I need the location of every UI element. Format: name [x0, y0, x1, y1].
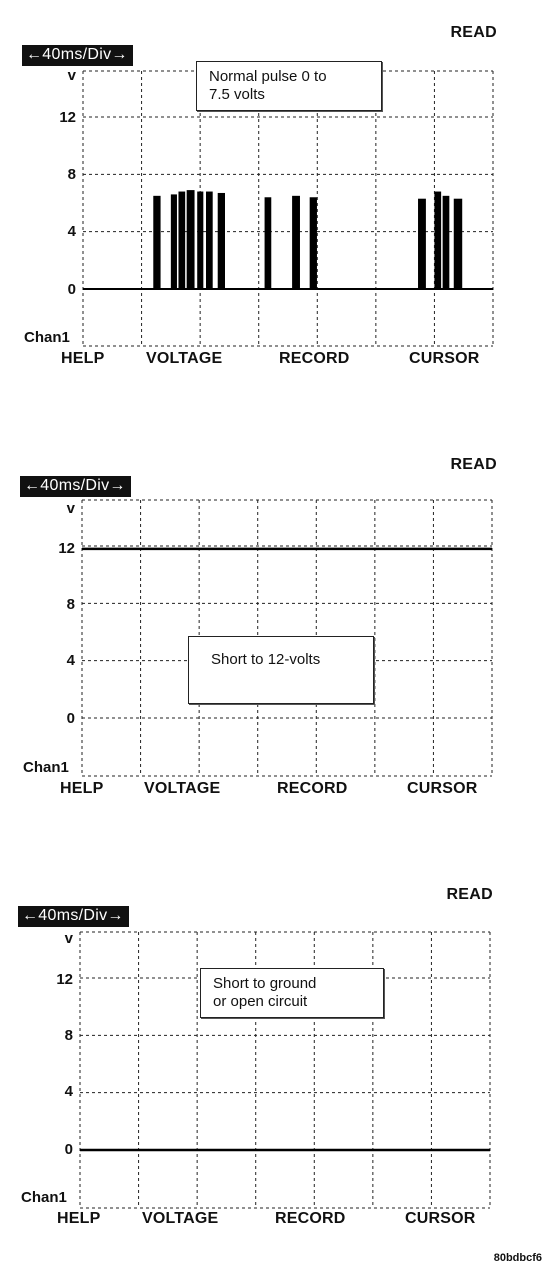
annotation-box: Normal pulse 0 to 7.5 volts — [196, 61, 382, 111]
signal-pulse — [442, 195, 450, 289]
figure-id: 80bdbcf6 — [493, 1252, 542, 1264]
read-label[interactable]: READ — [450, 456, 497, 473]
y-unit-label: v — [66, 500, 75, 517]
scope-panel-short-12v: READ ←40ms/Div→ v 12 8 4 0 Chan1 Short t… — [0, 430, 560, 830]
signal-pulse — [264, 197, 272, 289]
menu-cursor[interactable]: CURSOR — [405, 1210, 476, 1227]
y-tick-12: 12 — [59, 109, 76, 126]
y-tick-0: 0 — [64, 1141, 73, 1158]
y-unit-label: v — [64, 930, 73, 947]
scope-screen — [81, 499, 493, 777]
y-unit-label: v — [67, 67, 76, 84]
y-tick-12: 12 — [58, 540, 75, 557]
signal-pulse — [434, 191, 442, 289]
annotation-box: Short to ground or open circuit — [200, 968, 384, 1018]
y-tick-4: 4 — [67, 223, 76, 240]
signal-pulse — [453, 198, 463, 289]
y-tick-8: 8 — [64, 1027, 73, 1044]
channel-label: Chan1 — [21, 1189, 67, 1206]
signal-pulse — [418, 198, 426, 289]
signal-pulse — [186, 190, 195, 289]
signal-pulse — [217, 192, 225, 289]
signal-pulse — [309, 197, 317, 289]
signal-pulse — [197, 191, 204, 289]
annotation-line-1: Normal pulse 0 to — [209, 68, 327, 85]
annotation-line-2: 7.5 volts — [209, 86, 265, 103]
menu-help[interactable]: HELP — [61, 350, 105, 367]
menu-voltage[interactable]: VOLTAGE — [144, 780, 221, 797]
read-label[interactable]: READ — [450, 24, 497, 41]
timebase-label: ←40ms/Div→ — [22, 45, 133, 66]
scope-screen — [82, 70, 494, 347]
menu-record[interactable]: RECORD — [277, 780, 348, 797]
scope-panel-normal: READ ←40ms/Div→ v 12 8 4 0 Chan1 Normal … — [0, 0, 560, 400]
waveform-plot — [81, 499, 493, 777]
signal-pulse — [292, 195, 300, 289]
signal-pulse — [170, 194, 177, 289]
y-tick-8: 8 — [67, 166, 76, 183]
y-tick-0: 0 — [67, 281, 76, 298]
annotation-line-1: Short to 12-volts — [211, 651, 321, 668]
menu-voltage[interactable]: VOLTAGE — [142, 1210, 219, 1227]
y-tick-4: 4 — [64, 1083, 73, 1100]
timebase-label: ←40ms/Div→ — [18, 906, 129, 927]
waveform-plot — [82, 70, 494, 347]
timebase-label: ←40ms/Div→ — [20, 476, 131, 497]
y-tick-12: 12 — [56, 971, 73, 988]
menu-voltage[interactable]: VOLTAGE — [146, 350, 223, 367]
menu-record[interactable]: RECORD — [279, 350, 350, 367]
y-tick-8: 8 — [66, 596, 75, 613]
menu-cursor[interactable]: CURSOR — [409, 350, 480, 367]
channel-label: Chan1 — [24, 329, 70, 346]
menu-record[interactable]: RECORD — [275, 1210, 346, 1227]
annotation-line-1: Short to ground — [213, 975, 317, 992]
signal-pulse — [206, 191, 213, 289]
menu-cursor[interactable]: CURSOR — [407, 780, 478, 797]
signal-pulse — [153, 195, 161, 289]
menu-help[interactable]: HELP — [57, 1210, 101, 1227]
read-label[interactable]: READ — [446, 886, 493, 903]
y-tick-0: 0 — [66, 710, 75, 727]
scope-panel-short-ground: READ ←40ms/Div→ v 12 8 4 0 Chan1 Short t… — [0, 860, 560, 1260]
signal-pulse — [178, 191, 186, 289]
menu-help[interactable]: HELP — [60, 780, 104, 797]
channel-label: Chan1 — [23, 759, 69, 776]
annotation-box: Short to 12-volts — [188, 636, 374, 704]
y-tick-4: 4 — [66, 652, 75, 669]
annotation-line-2: or open circuit — [213, 993, 308, 1010]
